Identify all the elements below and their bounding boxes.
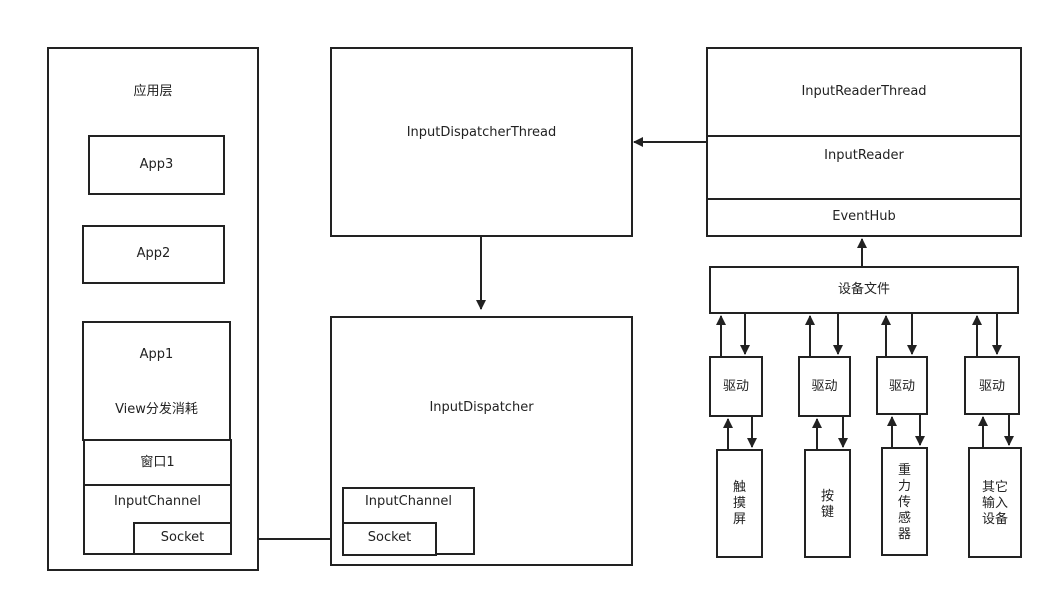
reader-thread-box xyxy=(706,47,1022,237)
app3-label: App3 xyxy=(139,157,174,172)
driver-label-4: 驱动 xyxy=(978,379,1005,394)
device-label-keys: 按 键 xyxy=(820,489,834,520)
app3-box xyxy=(88,135,225,195)
dispatcher-socket-label: Socket xyxy=(367,530,412,545)
driver-box-1 xyxy=(709,356,763,417)
device-file-box xyxy=(709,266,1019,314)
device-box-other-input xyxy=(968,447,1022,558)
app-input-channel-label: InputChannel xyxy=(113,494,202,509)
device-label-other-input: 其它 输入 设备 xyxy=(981,480,1008,527)
reader-thread-label: InputReaderThread xyxy=(801,84,927,99)
dispatcher-label: InputDispatcher xyxy=(429,400,534,415)
device-label-touchscreen: 触 摸 屏 xyxy=(732,480,746,527)
driver-box-2 xyxy=(798,356,851,417)
dispatcher-input-channel-label: InputChannel xyxy=(364,494,453,509)
dispatcher-thread-label: InputDispatcherThread xyxy=(406,125,557,140)
dispatcher-socket-box xyxy=(342,522,437,556)
view-dispatch-label: View分发消耗 xyxy=(115,402,198,417)
driver-label-2: 驱动 xyxy=(811,379,838,394)
dispatcher-thread-box xyxy=(330,47,633,237)
event-hub-label: EventHub xyxy=(832,209,896,224)
device-box-touchscreen xyxy=(716,449,763,558)
app1-box xyxy=(82,321,231,441)
window-divider xyxy=(83,484,232,486)
driver-label-3: 驱动 xyxy=(888,379,915,394)
device-box-gravity-sensor xyxy=(881,447,928,556)
reader-divider-1 xyxy=(706,135,1022,137)
app-socket-label: Socket xyxy=(160,530,205,545)
driver-box-4 xyxy=(964,356,1020,415)
driver-box-3 xyxy=(876,356,928,415)
app-layer-title: 应用层 xyxy=(133,84,173,99)
input-reader-label: InputReader xyxy=(824,148,904,163)
app-socket-box xyxy=(133,522,232,555)
driver-label-1: 驱动 xyxy=(722,379,749,394)
dispatcher-box xyxy=(330,316,633,566)
window1-label: 窗口1 xyxy=(140,455,175,470)
app2-box xyxy=(82,225,225,284)
device-label-gravity-sensor: 重 力 传 感 器 xyxy=(897,463,911,542)
device-file-label: 设备文件 xyxy=(837,282,890,297)
app2-label: App2 xyxy=(136,246,171,261)
device-box-keys xyxy=(804,449,851,558)
app1-label: App1 xyxy=(139,347,174,362)
reader-divider-2 xyxy=(706,198,1022,200)
